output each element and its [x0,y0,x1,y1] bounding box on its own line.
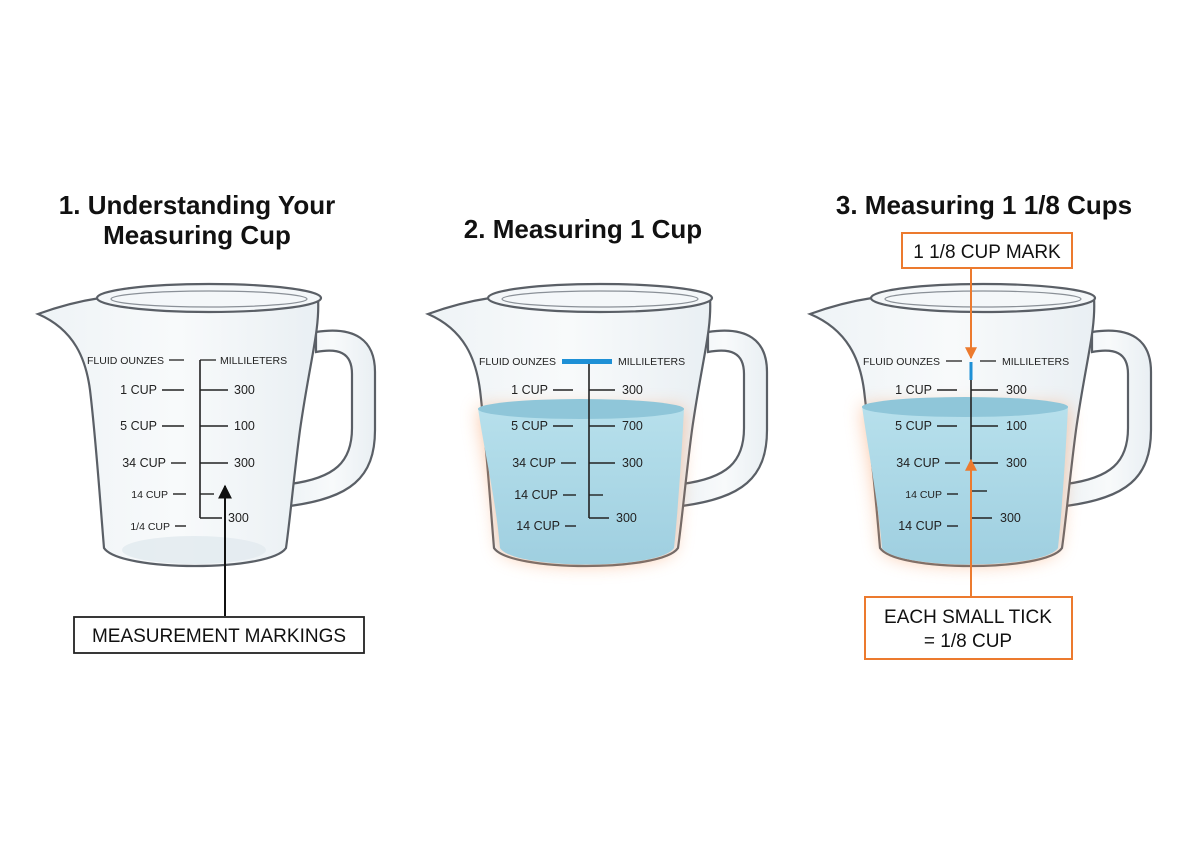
cup-body [35,296,320,568]
callout-measurement-markings: MEASUREMENT MARKINGS [92,626,346,647]
tick-label: 300 [1000,511,1021,525]
callout-box-markings [73,616,365,654]
scale-header-left: FLUID OUNZES [479,356,556,368]
cup-rim [486,282,714,314]
water [862,406,1068,565]
tick-label: 34 CUP [512,456,556,470]
tick-label: 300 [234,383,255,397]
scale-header-left: FLUID OUNZES [87,355,164,367]
tick-label: 1 CUP [120,383,157,397]
tick-label: 700 [622,419,643,433]
callout-1-1-8-cup-mark: 1 1/8 CUP MARK [913,242,1061,263]
tick-label: 1/4 CUP [130,521,170,533]
callout-box-small-tick [864,596,1073,660]
panel-understanding: 1. Understanding Your Measuring Cup FLUI… [35,190,377,654]
scale-header-right: MILLILETERS [1002,356,1069,368]
panel-2-title: 2. Measuring 1 Cup [464,214,702,244]
tick-label: 1 CUP [895,383,932,397]
scale-3: FLUID OUNZES MILLILETERS 1 CUP 300 5 CUP… [863,356,1069,533]
panel-measuring-1-1-8-cups: 3. Measuring 1 1/8 Cups 1 1/8 CUP MARK F… [806,190,1153,660]
cup-rim [95,282,323,314]
tick-label: 300 [622,383,643,397]
tick-label: 14 CUP [516,519,560,533]
measuring-cup-2 [425,282,769,568]
panel-measuring-1-cup: 2. Measuring 1 Cup FLUID OUNZES MILLILET… [425,214,769,568]
tick-label: 14 CUP [898,519,942,533]
tick-label: 5 CUP [511,419,548,433]
tick-label: 5 CUP [895,419,932,433]
scale-header-right: MILLILETERS [618,356,685,368]
tick-label: 14 CUP [905,489,942,501]
callout-box-cup-mark [901,232,1073,269]
callout-small-tick-line-2: = 1/8 CUP [924,631,1012,652]
cup-rim [869,282,1097,314]
tick-label: 300 [234,456,255,470]
scale-header-right: MILLILETERS [220,355,287,367]
tick-label: 300 [1006,383,1027,397]
callout-small-tick-line-1: EACH SMALL TICK [884,607,1052,628]
tick-label: 300 [228,511,249,525]
scale-header-left: FLUID OUNZES [863,356,940,368]
tick-label: 100 [234,419,255,433]
measuring-cup-3 [806,282,1153,568]
fill-line-marker [562,359,612,364]
panel-3-title: 3. Measuring 1 1/8 Cups [836,190,1132,220]
tick-label: 1​4 CUP [514,488,558,502]
tick-label: 1 CUP [511,383,548,397]
water-surface [478,399,684,419]
water-surface [862,397,1068,417]
tick-label: 300 [622,456,643,470]
tick-label: 300 [1006,456,1027,470]
measuring-cup-1 [35,282,377,568]
tick-label: 5 CUP [120,419,157,433]
tick-label: 34 CUP [122,456,166,470]
tick-label: 14 CUP [131,489,168,501]
tick-label: 300 [616,511,637,525]
tick-label: 34 CUP [896,456,940,470]
tick-label: 100 [1006,419,1027,433]
panel-1-title-line-1: 1. Understanding Your [59,190,335,220]
water [478,408,684,565]
panel-1-title-line-2: Measuring Cup [103,220,291,250]
scale-2: FLUID OUNZES MILLILETERS 1 CUP 300 5 CUP… [479,356,685,533]
scale-1: FLUID OUNZES MILLILETERS 1 CUP 300 5 CUP… [87,355,287,533]
